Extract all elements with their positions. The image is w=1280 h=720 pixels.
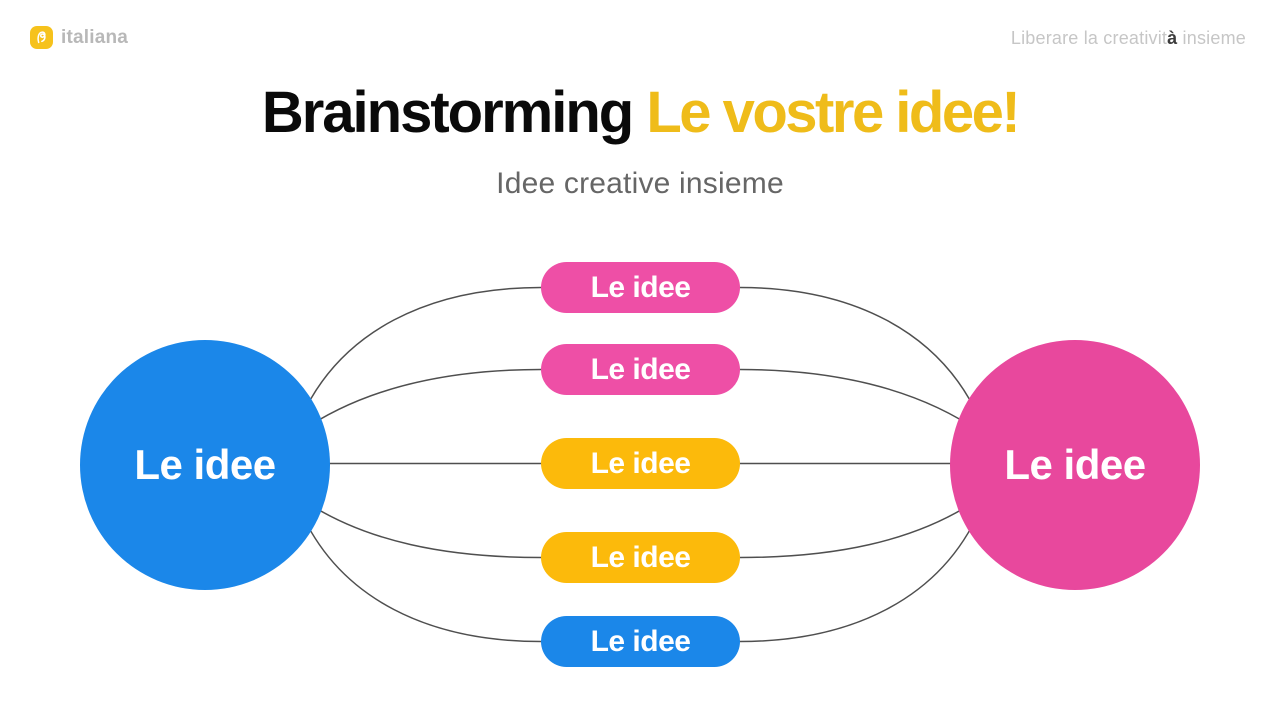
- page-subtitle: Idee creative insieme: [496, 167, 784, 200]
- header-tagline: Liberare la creatività insieme: [1011, 28, 1246, 49]
- tagline-accent-char: à: [1167, 28, 1178, 48]
- page-title: Brainstorming Le vostre idee!: [0, 80, 1280, 147]
- tagline-part: Liberare la creativit: [1010, 28, 1168, 48]
- idea-pill: Le idee: [541, 438, 740, 489]
- logo-text: italiana: [61, 26, 129, 48]
- title-accent: Le vostre idee!: [646, 80, 1020, 145]
- idea-pill: Le idee: [541, 532, 740, 583]
- logo-scribble-icon: [37, 31, 46, 44]
- right-idea-circle: Le idee: [950, 340, 1200, 590]
- logo-mark: [30, 26, 53, 49]
- tagline-part: insieme: [1177, 28, 1246, 48]
- idea-pill: Le idee: [541, 616, 740, 667]
- idea-pill: Le idee: [541, 262, 740, 313]
- logo: italiana: [30, 26, 128, 49]
- title-main: Brainstorming: [261, 80, 634, 145]
- header: italiana Liberare la creatività insieme: [0, 0, 1280, 70]
- idea-pill: Le idee: [541, 344, 740, 395]
- left-idea-circle: Le idee: [80, 340, 330, 590]
